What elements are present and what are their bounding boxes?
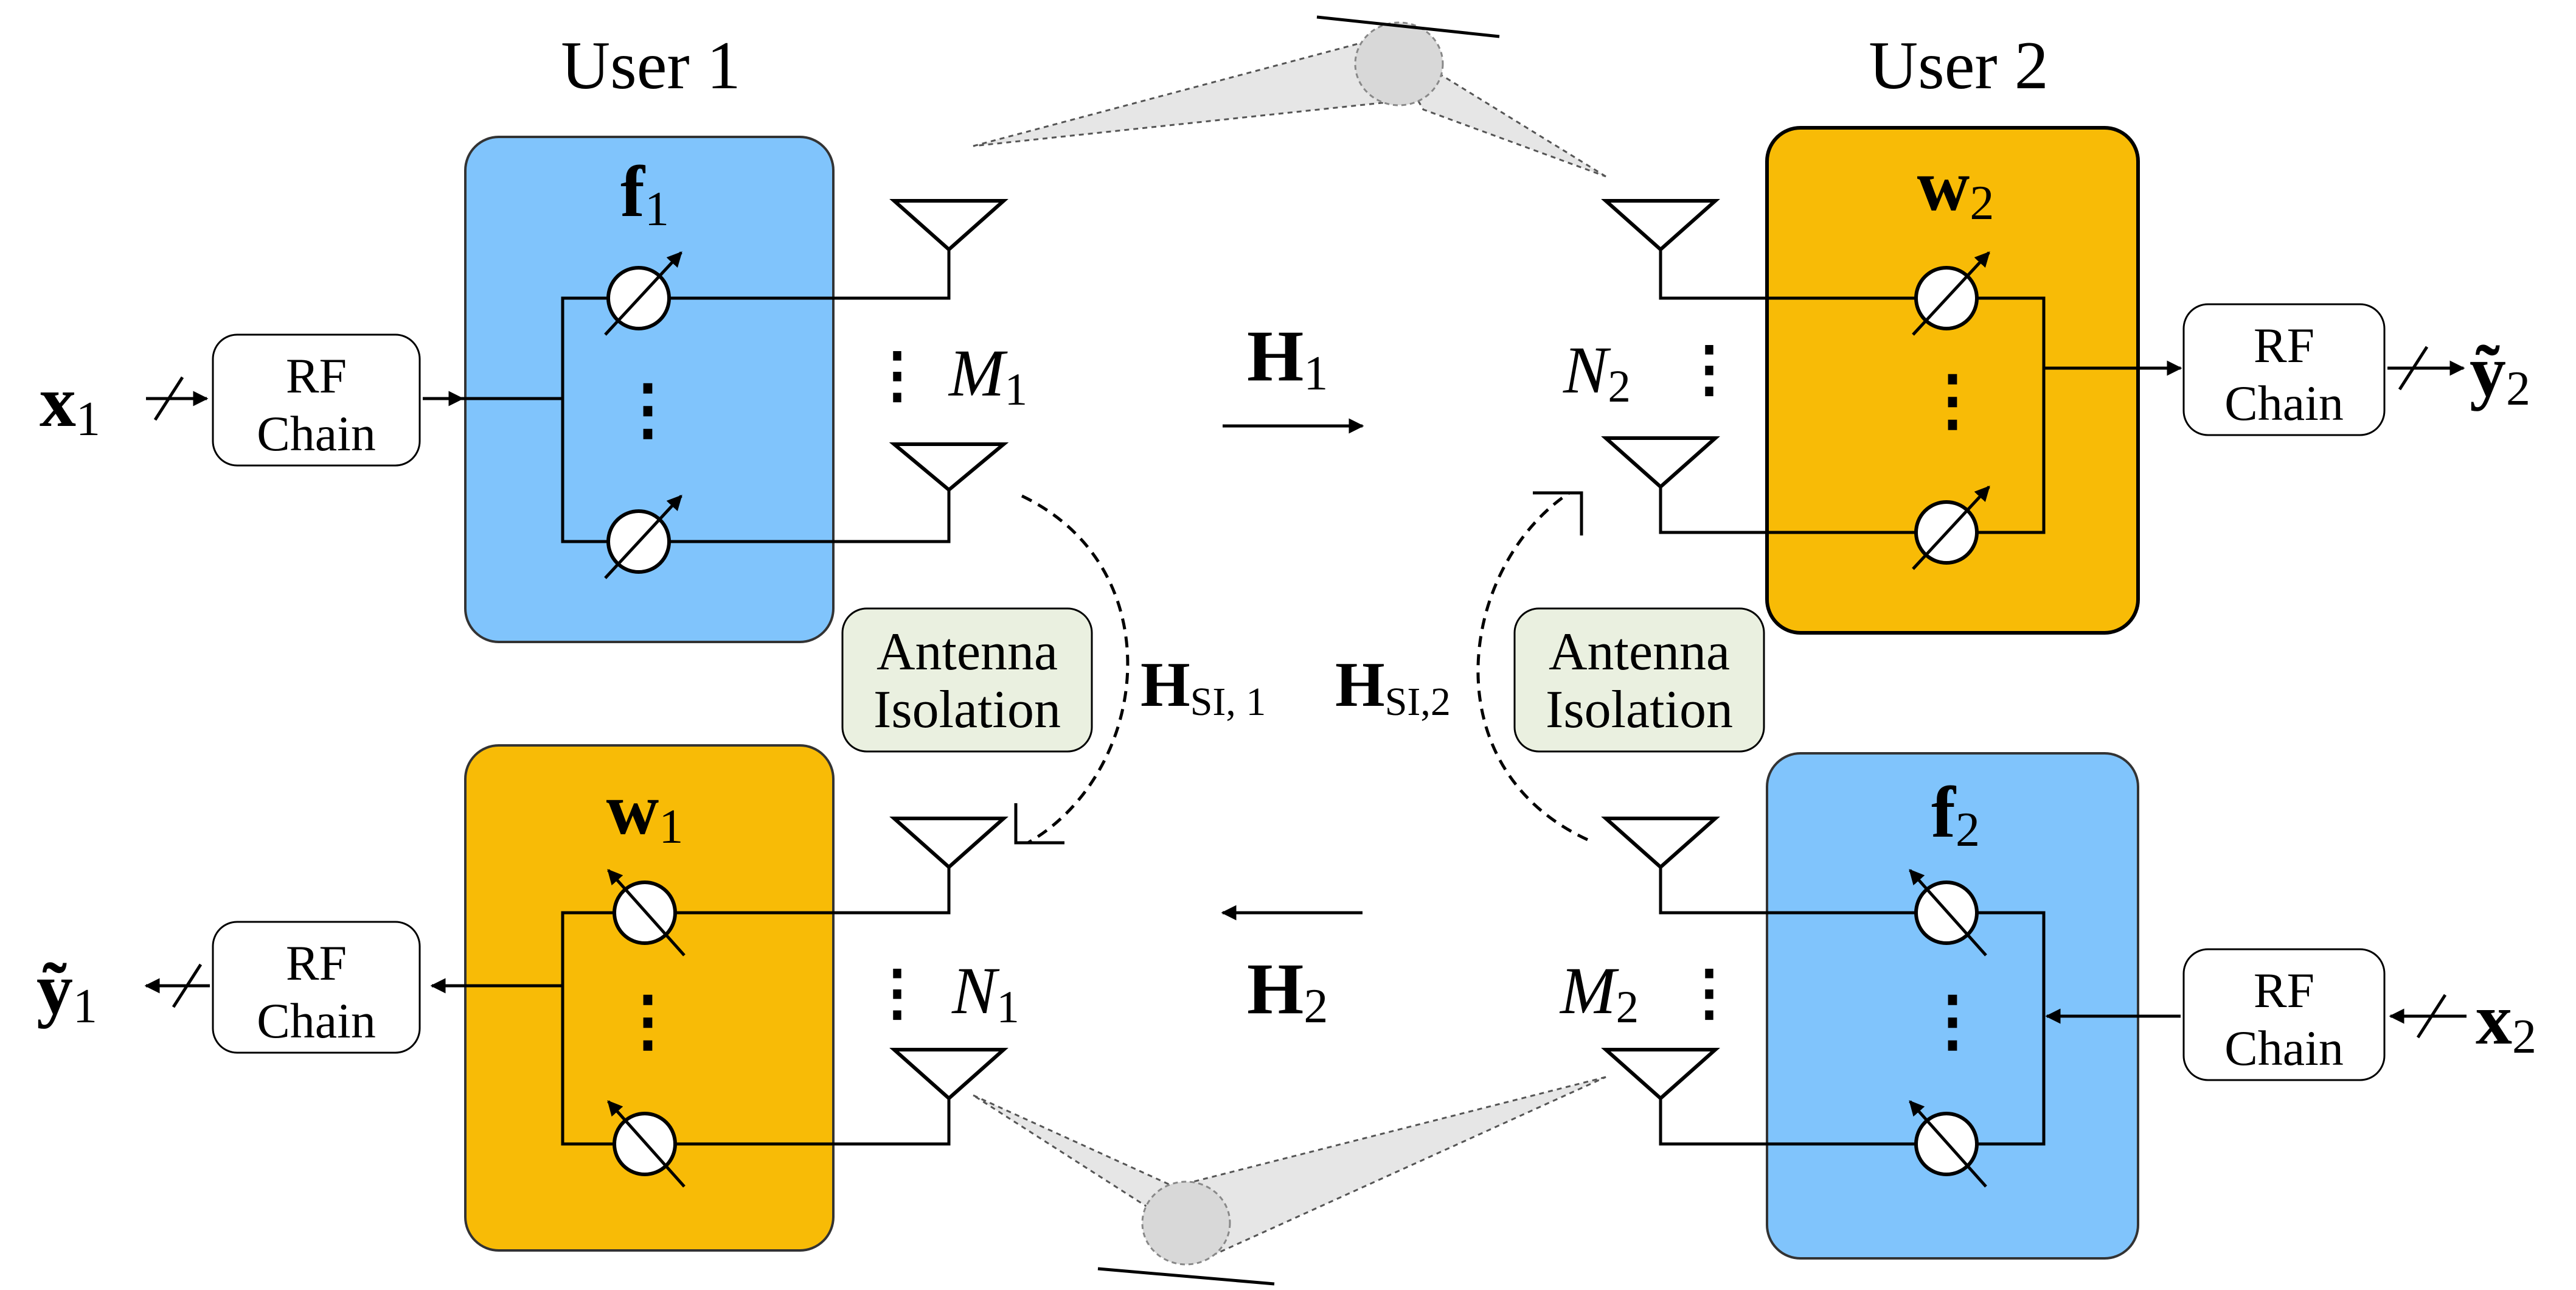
antenna-isolation-label: Antenna <box>1549 622 1730 682</box>
antenna-icon <box>1601 436 1720 490</box>
top-reflector <box>973 15 1606 178</box>
rf-chain-label: Chain <box>257 993 376 1048</box>
antenna-isolation-label: Isolation <box>873 680 1061 739</box>
vertical-dots: ⋮ <box>1919 363 1986 438</box>
H1-label: H1 <box>1247 315 1328 400</box>
antenna-isolation-label: Antenna <box>877 622 1058 682</box>
rf-chain-box <box>212 333 421 467</box>
w1-block <box>464 744 835 1252</box>
M1-label: M1 <box>948 336 1027 415</box>
phase-shifter <box>604 251 682 336</box>
antenna-icon <box>889 442 1009 492</box>
vertical-dots: ⋮ <box>614 372 681 447</box>
f1-label: f1 <box>620 151 669 236</box>
bottom-reflector-scatterer <box>1141 1180 1231 1266</box>
user2-transmitter: ⋮ ⋮ M2 <box>1559 817 2046 1188</box>
bottom-reflector <box>973 1076 1606 1286</box>
w1-label: w1 <box>606 769 684 854</box>
bus-slash <box>2416 994 2447 1039</box>
phase-shifter <box>1912 486 1990 570</box>
x2-label: x2 <box>2476 978 2536 1064</box>
rf-chain-label: Chain <box>2224 1020 2344 1076</box>
user1-title: User 1 <box>561 28 740 103</box>
vertical-dots: ⋮ <box>614 984 681 1058</box>
phase-shifter <box>1909 869 1987 957</box>
rf-chain-label: RF <box>286 348 347 403</box>
rf-chain-box <box>212 921 421 1054</box>
rf-chain-label: RF <box>2254 963 2314 1018</box>
x1-label: x1 <box>40 361 100 446</box>
bottom-beam-right <box>1172 1076 1606 1255</box>
vertical-dots: ⋮ <box>867 959 928 1027</box>
antenna-icon <box>889 817 1009 870</box>
bus-slash <box>2398 346 2429 391</box>
user2-title: User 2 <box>1869 28 2048 103</box>
N2-label: N2 <box>1563 333 1631 412</box>
phase-shifter <box>1909 1100 1987 1188</box>
w2-label: w2 <box>1917 145 1994 230</box>
antenna-icon <box>889 199 1009 253</box>
SI1-arrowhead <box>1014 803 1064 845</box>
antenna-isolation-box <box>841 607 1093 753</box>
f2-label: f2 <box>1931 772 1980 857</box>
phase-shifter <box>607 869 686 957</box>
SI2-arrowhead <box>1533 491 1583 535</box>
phase-shifter <box>604 495 682 579</box>
M2-label: M2 <box>1559 954 1639 1033</box>
top-reflector-surface <box>1316 15 1500 38</box>
antenna-icon <box>1601 199 1720 253</box>
vertical-dots: ⋮ <box>1679 959 1740 1027</box>
user1-transmitter: ⋮ ⋮ M1 <box>423 199 1027 579</box>
antenna-icon <box>1601 817 1720 870</box>
user1-receiver: ⋮ ⋮ N1 <box>430 817 1019 1188</box>
H2-label: H2 <box>1247 948 1328 1033</box>
vertical-dots: ⋮ <box>1679 335 1740 403</box>
vertical-dots: ⋮ <box>1919 984 1986 1058</box>
antenna-icon <box>889 1048 1009 1101</box>
y2-label: ỹ2 <box>2470 330 2530 416</box>
bus-slash <box>172 963 203 1008</box>
top-beam-left <box>973 37 1407 147</box>
HSI2-label: HSI,2 <box>1335 649 1451 724</box>
rf-chain-label: RF <box>2254 318 2314 373</box>
phase-shifter <box>607 1100 686 1188</box>
vertical-dots: ⋮ <box>867 341 928 409</box>
antenna-icon <box>1601 1048 1720 1101</box>
antenna-isolation-box <box>1513 607 1765 753</box>
user2-receiver: ⋮ ⋮ N2 <box>1563 199 2182 570</box>
bus-slash <box>153 376 184 421</box>
y1-label: ỹ1 <box>36 948 97 1033</box>
rf-chain-box <box>2182 948 2386 1081</box>
N1-label: N1 <box>951 954 1019 1033</box>
rf-chain-label: RF <box>286 935 347 991</box>
antenna-isolation-label: Isolation <box>1546 680 1733 739</box>
phase-shifter <box>1912 251 1990 336</box>
bottom-reflector-surface <box>1097 1267 1275 1286</box>
top-reflector-scatterer <box>1354 21 1444 106</box>
f1-block <box>464 136 835 643</box>
rf-chain-label: Chain <box>257 406 376 461</box>
rf-chain-label: Chain <box>2224 375 2344 431</box>
HSI1-label: HSI, 1 <box>1140 649 1266 724</box>
rf-chain-box <box>2182 303 2386 436</box>
